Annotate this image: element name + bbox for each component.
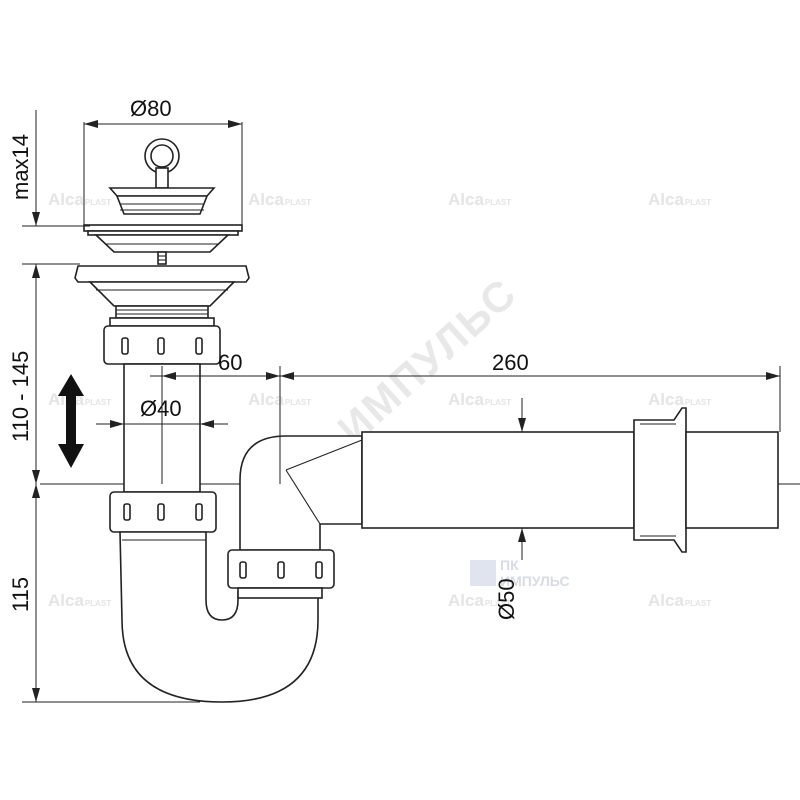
dimension-length-260: 260 (280, 350, 781, 432)
logo-mark-icon (470, 560, 496, 586)
dimension-offset-60: 60 (150, 350, 296, 484)
watermark: AlcaPLAST (48, 190, 111, 209)
dimension-diameter-80: Ø80 (83, 96, 243, 226)
offset-label: 60 (218, 350, 242, 375)
adjust-range-label: 110 - 145 (8, 351, 33, 442)
strainer-diameter-label: Ø80 (130, 96, 172, 121)
watermark: AlcaPLAST (448, 390, 511, 409)
wall-connector (633, 407, 779, 553)
logo-line1: ПК (500, 557, 519, 573)
pipe-diameter-label: Ø40 (140, 396, 182, 421)
dimension-trap-height: 115 (8, 484, 200, 703)
strainer-plug (108, 138, 216, 215)
trap-height-label: 115 (8, 577, 33, 612)
elbow-nut (227, 549, 335, 599)
outlet-length-label: 260 (492, 350, 529, 375)
elbow-outlet (239, 435, 363, 551)
dimension-diameter-50: Ø50 (494, 418, 526, 620)
watermark: AlcaPLAST (448, 190, 511, 209)
upper-nut (103, 325, 221, 365)
outlet-pipe (361, 431, 635, 529)
logo-line2: ИМПУЛЬС (500, 573, 570, 589)
watermark: AlcaPLAST (448, 591, 511, 610)
watermark: AlcaPLAST (48, 591, 111, 610)
watermark: AlcaPLAST (248, 190, 311, 209)
watermark-row-1: AlcaPLAST AlcaPLAST AlcaPLAST AlcaPLAST (48, 190, 711, 209)
dimension-diameter-40: Ø40 (96, 396, 228, 428)
dimension-adjust-range: 110 - 145 (8, 264, 40, 484)
dimension-max-height: max14 (8, 110, 90, 282)
company-logo: ПК ИМПУЛЬС (470, 557, 570, 589)
lower-nut (109, 491, 217, 533)
watermark: AlcaPLAST (648, 190, 711, 209)
u-trap (119, 531, 319, 703)
sink-flange (74, 265, 250, 327)
watermark-row-2: AlcaPLAST AlcaPLAST AlcaPLAST AlcaPLAST (48, 390, 711, 409)
max-height-label: max14 (8, 134, 33, 200)
height-adjust-arrow-icon (58, 374, 84, 468)
watermark: AlcaPLAST (648, 390, 711, 409)
watermark: AlcaPLAST (248, 390, 311, 409)
drain-plate (83, 224, 243, 265)
outlet-diameter-label: Ø50 (494, 578, 519, 620)
watermark: AlcaPLAST (648, 591, 711, 610)
